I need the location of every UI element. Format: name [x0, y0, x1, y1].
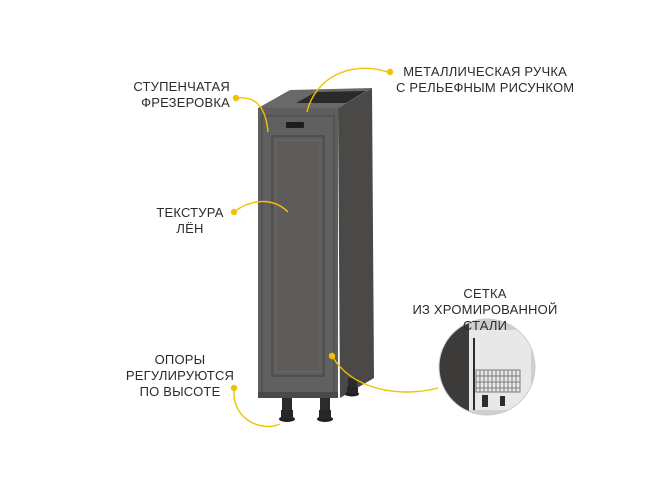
callout-milling-line — [237, 97, 269, 133]
callout-mesh-line — [331, 355, 439, 393]
label-legs-line3: ПО ВЫСОТЕ — [139, 384, 221, 399]
mesh-detail-inset — [438, 318, 536, 416]
label-mesh-line3: СТАЛИ — [462, 318, 508, 333]
callout-handle-dot — [386, 68, 394, 76]
label-mesh-line1: СЕТКА — [463, 286, 507, 301]
label-handle-line1: МЕТАЛЛИЧЕСКАЯ РУЧКА — [403, 64, 567, 79]
label-texture-line1: ТЕКСТУРА — [156, 205, 224, 220]
label-legs-line2: РЕГУЛИРУЮТСЯ — [125, 368, 235, 383]
callout-milling-dot — [232, 94, 240, 102]
label-milling: СТУПЕНЧАТАЯ ФРЕЗЕРОВКА — [133, 79, 230, 111]
callout-mesh-dot — [328, 352, 336, 360]
door-milling-step — [275, 139, 321, 373]
callout-texture-dot — [230, 208, 238, 216]
callout-dots — [230, 68, 394, 392]
metal-handle — [286, 122, 304, 128]
label-texture-line2: ЛЁН — [176, 221, 204, 236]
cabinet-top-opening — [296, 91, 366, 103]
cabinet-side-panel — [338, 88, 374, 398]
label-texture: ТЕКСТУРА ЛЁН — [150, 205, 230, 237]
chrome-mesh-basket — [475, 369, 521, 393]
callout-handle-line — [306, 67, 389, 113]
label-milling-line2: ФРЕЗЕРОВКА — [141, 95, 230, 110]
door-inner-panel — [271, 135, 325, 377]
adjustable-legs — [279, 378, 359, 422]
callout-legs-line — [233, 389, 281, 428]
label-handle-line2: С РЕЛЬЕФНЫМ РИСУНКОМ — [396, 80, 575, 95]
callout-legs-dot — [230, 384, 238, 392]
label-legs-line1: ОПОРЫ — [154, 352, 206, 367]
label-mesh: СЕТКА ИЗ ХРОМИРОВАННОЙ СТАЛИ — [405, 286, 565, 334]
label-milling-line1: СТУПЕНЧАТАЯ — [133, 79, 230, 94]
cabinet-plinth — [258, 392, 338, 398]
label-legs: ОПОРЫ РЕГУЛИРУЮТСЯ ПО ВЫСОТЕ — [118, 352, 242, 400]
callout-lines — [233, 67, 439, 428]
label-mesh-line2: ИЗ ХРОМИРОВАННОЙ — [412, 302, 558, 317]
callout-texture-line — [233, 200, 289, 213]
label-handle: МЕТАЛЛИЧЕСКАЯ РУЧКА С РЕЛЬЕФНЫМ РИСУНКОМ — [396, 64, 574, 96]
